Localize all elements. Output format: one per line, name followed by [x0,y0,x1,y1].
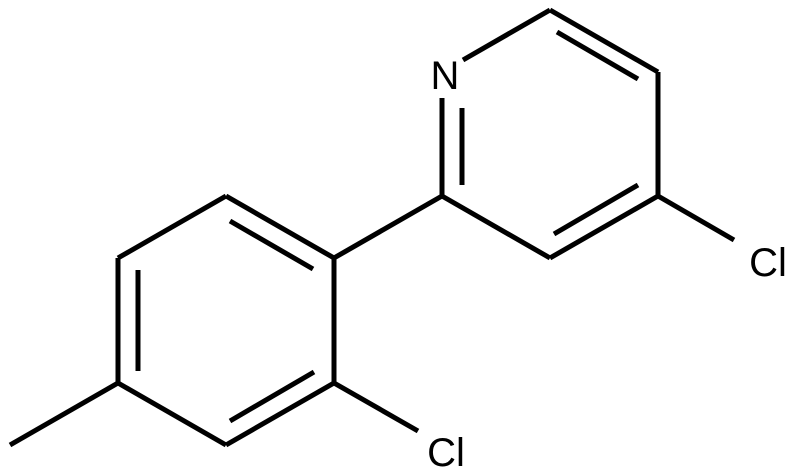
bond-b4-b5 [116,380,228,448]
bond-b1-b2 [224,193,336,261]
atom-label-pyridine-chlorine: Cl [749,241,787,285]
bond-c4-cl [656,193,736,243]
bond-c4-c3-inner [552,182,640,237]
bond-b5-b6-inner [228,369,316,424]
bond-b5-b6 [224,380,336,448]
phenyl-ring [8,193,420,448]
bond-b2-b3 [116,193,228,261]
bond-b1-b2-inner [228,218,315,272]
bond-n1-c6 [461,7,552,63]
bond-c3-c2 [440,193,552,261]
bond-b4-methyl [8,380,120,448]
atom-label-nitrogen: N [431,54,460,98]
bond-b6-cl [332,380,420,434]
pyridine-ring [439,7,736,261]
atom-label-phenyl-chlorine: Cl [427,431,465,474]
bond-biaryl [332,193,444,261]
bond-c6-c5 [548,7,660,75]
bond-c6-c5-inner [555,29,640,82]
bond-c4-c3 [548,193,660,261]
